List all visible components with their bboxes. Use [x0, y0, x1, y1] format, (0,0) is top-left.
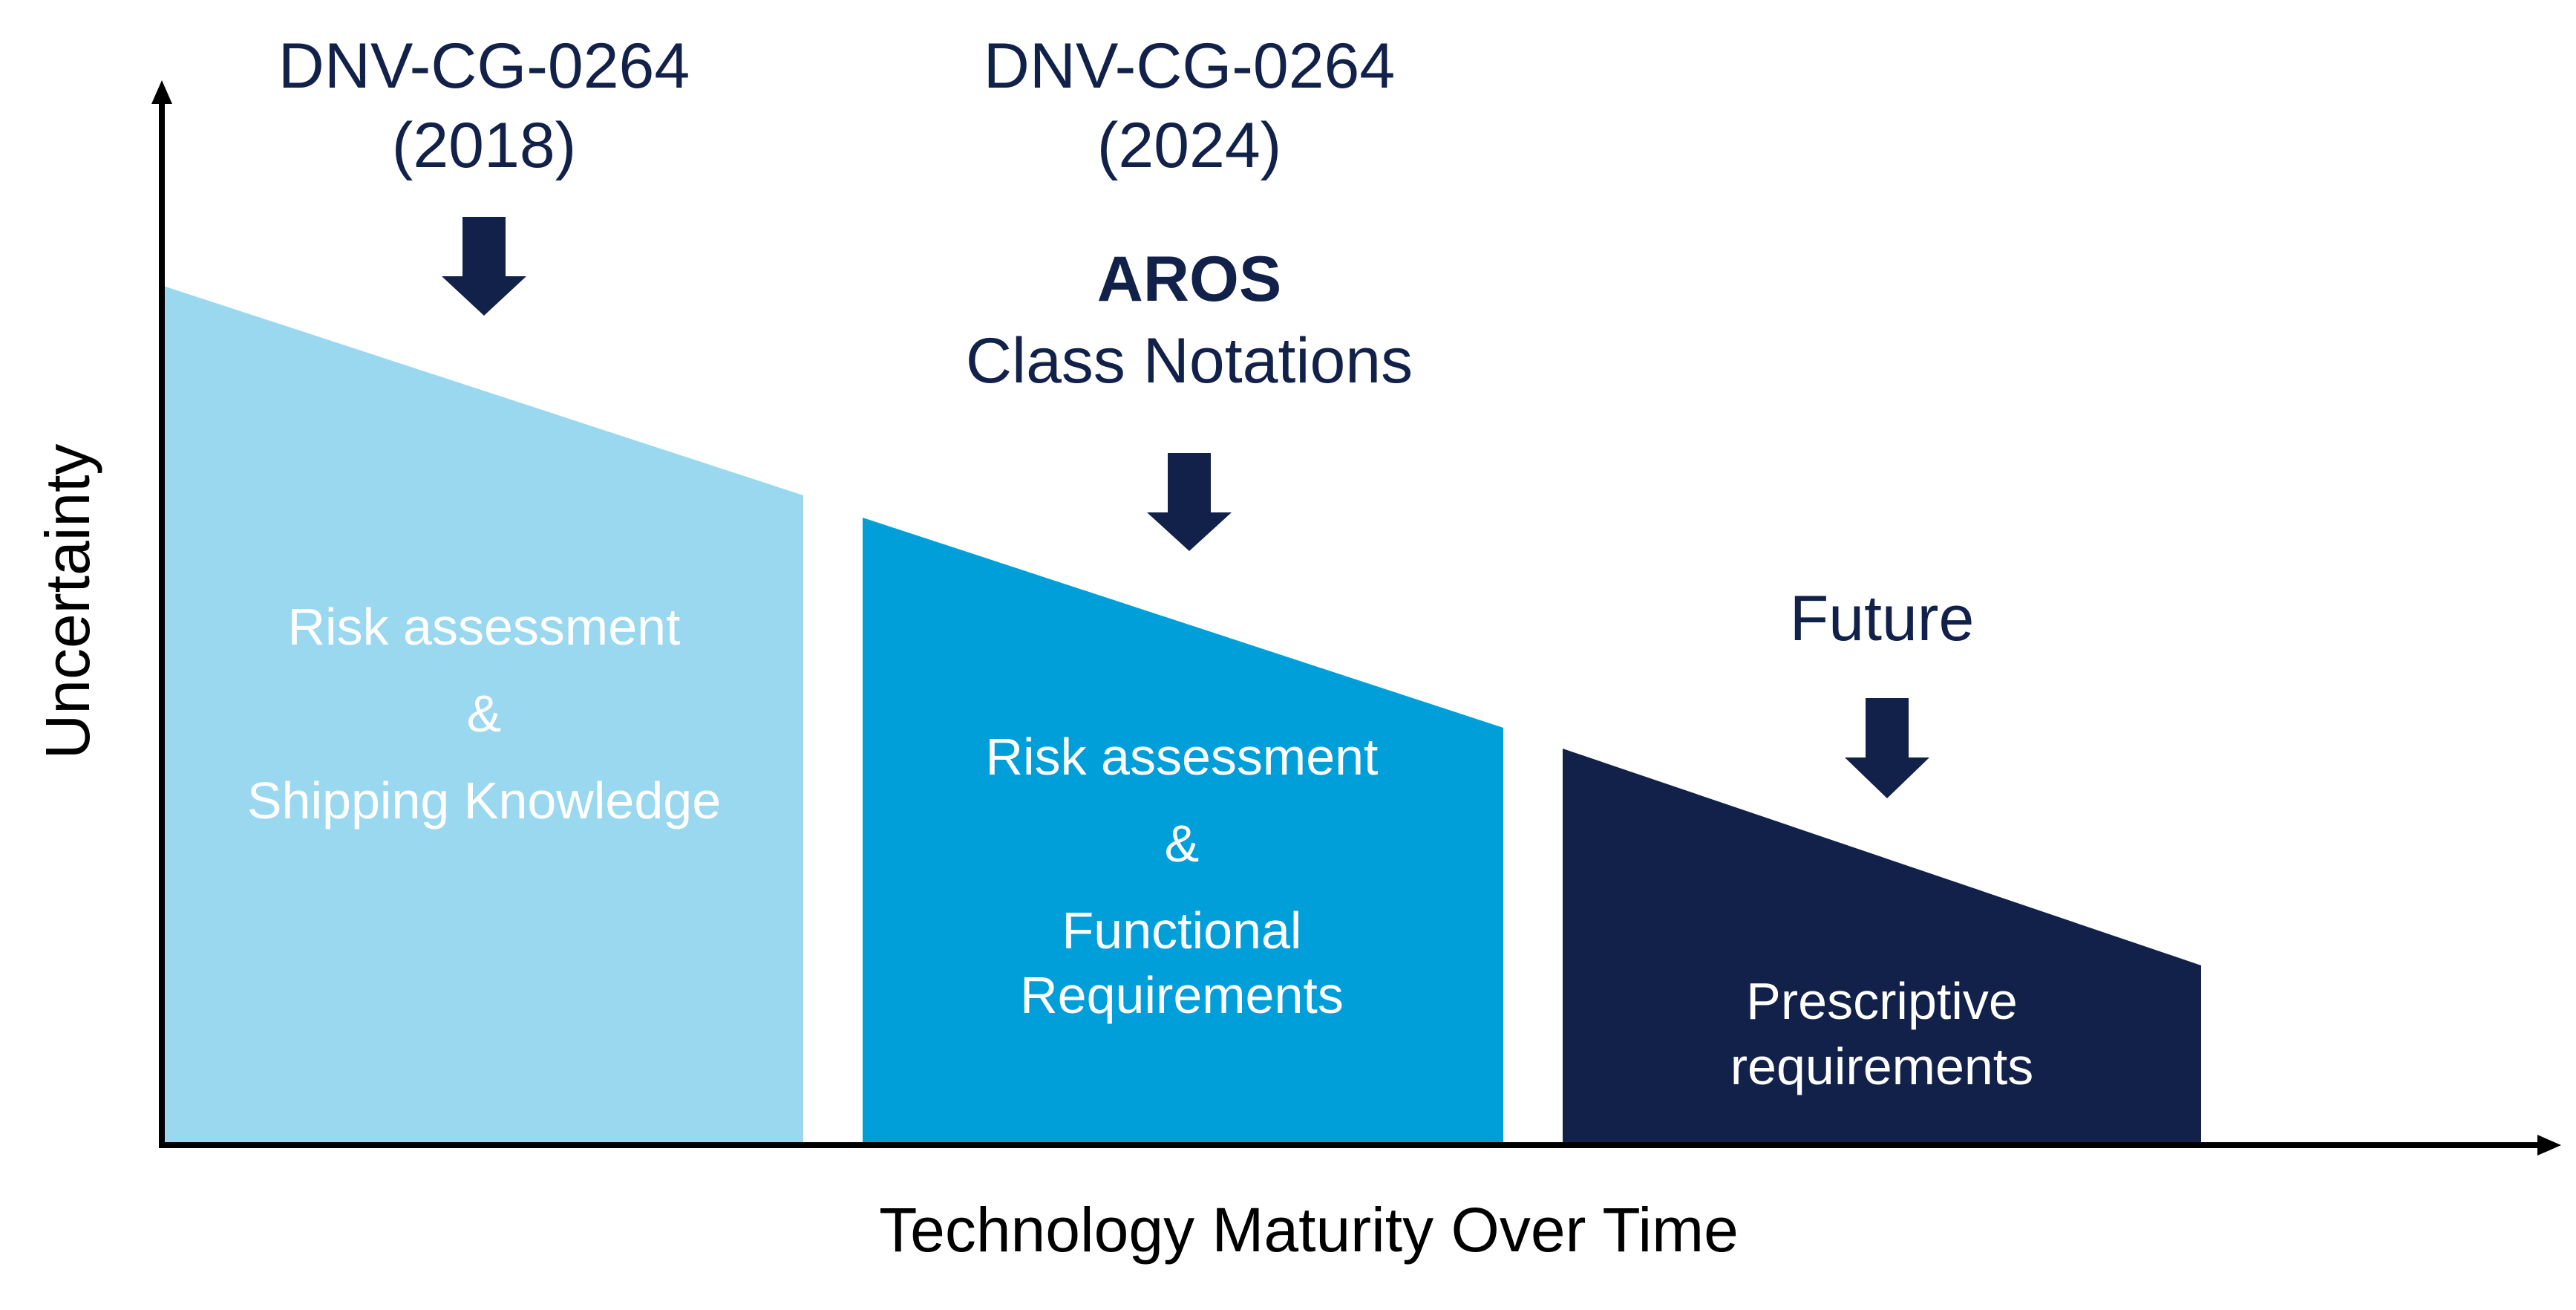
stage-1-header-line-2: (2018) [392, 110, 577, 181]
arrow-down-icon [442, 217, 526, 316]
stage-2-body-line-4: Requirements [1020, 966, 1344, 1024]
stage-2-body-line-1: Risk assessment [985, 728, 1378, 786]
stage-2-body-line-2: & [1165, 815, 1200, 873]
arrow-down-icon [1147, 453, 1232, 551]
stage-2-header-line-1: DNV-CG-0264 [984, 30, 1395, 102]
stage-3-header-line-1: Future [1790, 583, 1975, 654]
y-axis-label: Uncertainty [33, 444, 102, 760]
stage-1-header-line-1: DNV-CG-0264 [278, 30, 690, 102]
stage-1-body-line-1: Risk assessment [287, 598, 680, 656]
stage-2-block [863, 518, 1503, 1144]
stage-3-body-line-1: Prescriptive [1746, 972, 2018, 1030]
stage-1-body-line-3: Shipping Knowledge [247, 772, 721, 830]
x-axis-label: Technology Maturity Over Time [879, 1195, 1739, 1265]
stage-2-header-bold: AROS [1097, 244, 1281, 315]
stage-2-header-line-2: (2024) [1097, 110, 1282, 181]
stage-1-body-line-2: & [467, 685, 502, 743]
x-axis-arrowhead [2537, 1135, 2561, 1156]
stage-3-block [1563, 749, 2201, 1144]
stage-2-body-line-3: Functional [1062, 902, 1302, 959]
stage-3-body-line-2: requirements [1730, 1037, 2034, 1095]
y-axis-arrowhead [151, 80, 172, 104]
stage-2-header-sub: Class Notations [966, 325, 1413, 397]
arrow-down-icon [1845, 698, 1929, 798]
stage-1-block [163, 286, 803, 1144]
